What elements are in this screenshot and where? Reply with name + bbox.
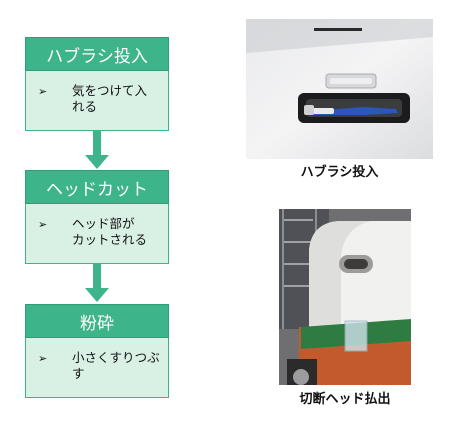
step-description: 小さくすりつぶ す: [72, 350, 160, 381]
step-body: ➢ ヘッド部が カットされる: [25, 204, 169, 264]
arrow-bullet-icon: ➢: [38, 85, 48, 98]
step-description: ヘッド部が カットされる: [72, 216, 148, 247]
photo-caption: ハブラシ投入: [300, 165, 379, 180]
down-arrow-icon: [85, 264, 109, 304]
photo-caption: 切断ヘッド払出: [299, 392, 391, 407]
step-title: ヘッドカット: [25, 170, 169, 204]
photo-toothbrush-insert: [246, 19, 433, 159]
flow-step-head-cut: ヘッドカット ➢ ヘッド部が カットされる: [25, 170, 169, 264]
step-body: ➢ 小さくすりつぶ す: [25, 338, 169, 398]
flow-step-grind: 粉砕 ➢ 小さくすりつぶ す: [25, 304, 169, 398]
step-description: 気をつけて入 れる: [72, 83, 148, 114]
down-arrow-icon: [85, 131, 109, 171]
step-body: ➢ 気をつけて入 れる: [25, 71, 169, 131]
step-title: 粉砕: [25, 304, 169, 338]
arrow-bullet-icon: ➢: [38, 352, 48, 365]
arrow-bullet-icon: ➢: [38, 218, 48, 231]
flow-step-insert: ハブラシ投入 ➢ 気をつけて入 れる: [25, 37, 169, 131]
photo-head-discharge: [279, 209, 411, 385]
step-title: ハブラシ投入: [25, 37, 169, 71]
